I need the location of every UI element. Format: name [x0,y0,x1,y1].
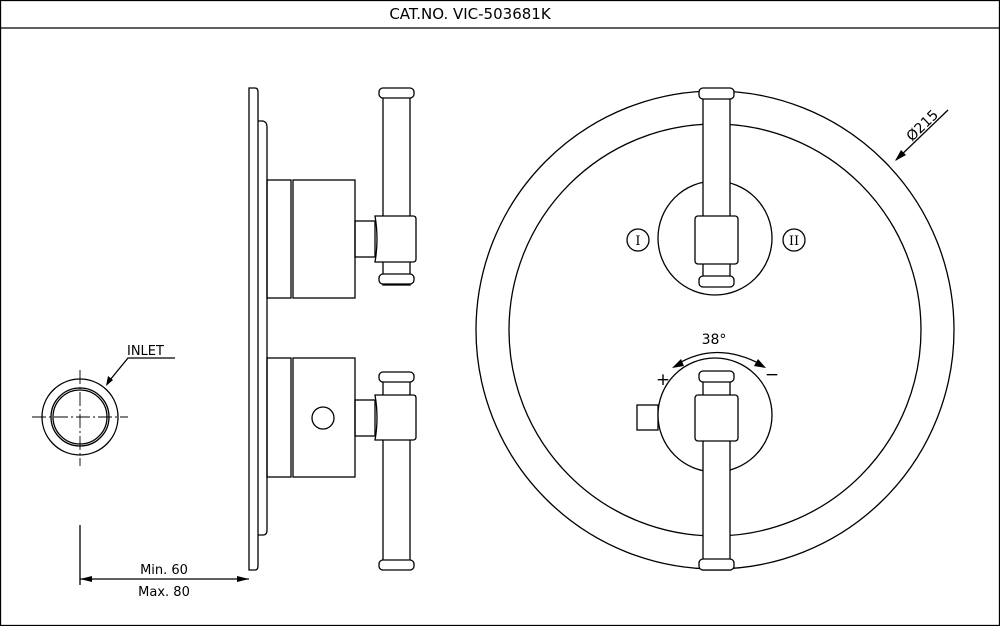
inlet-label: INLET [127,344,164,359]
side-view [248,87,417,571]
catalog-number: CAT.NO. VIC-503681K [389,5,552,23]
position-2-label: II [789,234,799,249]
rotation-angle-label: 38° [702,332,727,348]
diameter-label: Ø215 [904,107,942,145]
plus-label: + [656,370,670,390]
max-depth-label: Max. 80 [138,585,190,600]
minus-label: − [765,365,779,385]
min-depth-label: Min. 60 [140,563,188,578]
depth-dimension: Min. 60 Max. 80 [79,525,249,600]
inlet-view: INLET [32,344,175,466]
front-view: I II 38° + − Ø215 [475,87,955,571]
position-1-label: I [635,234,640,249]
